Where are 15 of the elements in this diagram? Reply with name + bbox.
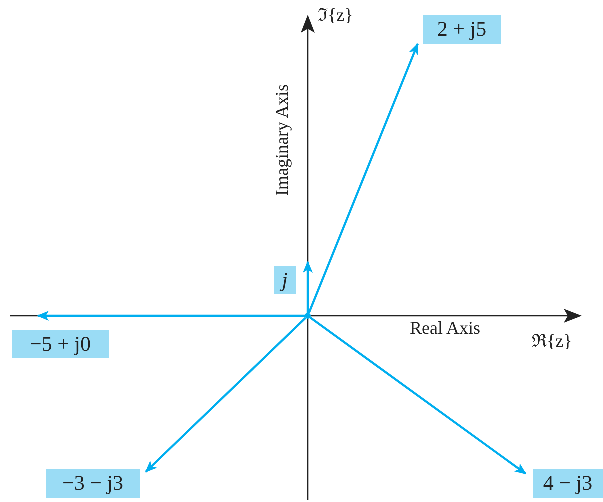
vector-arrow bbox=[37, 311, 305, 321]
axis-label: ℑ{z} bbox=[318, 4, 354, 26]
axis-title: Imaginary Axis bbox=[272, 84, 293, 196]
vector-arrow bbox=[310, 316, 527, 475]
origin-point bbox=[305, 313, 311, 319]
value-label-box: −5 + j0 bbox=[12, 330, 109, 358]
axis-label: ℜ{z} bbox=[532, 330, 572, 352]
vector-arrow bbox=[303, 261, 313, 313]
value-label-box: −3 − j3 bbox=[46, 469, 140, 498]
value-label-box: 2 + j5 bbox=[423, 15, 501, 44]
value-label-box: 4 − j3 bbox=[533, 469, 603, 498]
vector-arrow bbox=[145, 317, 307, 473]
axis-title: Real Axis bbox=[410, 318, 480, 339]
value-label-box: j bbox=[274, 266, 296, 294]
vector-arrow bbox=[308, 43, 420, 314]
